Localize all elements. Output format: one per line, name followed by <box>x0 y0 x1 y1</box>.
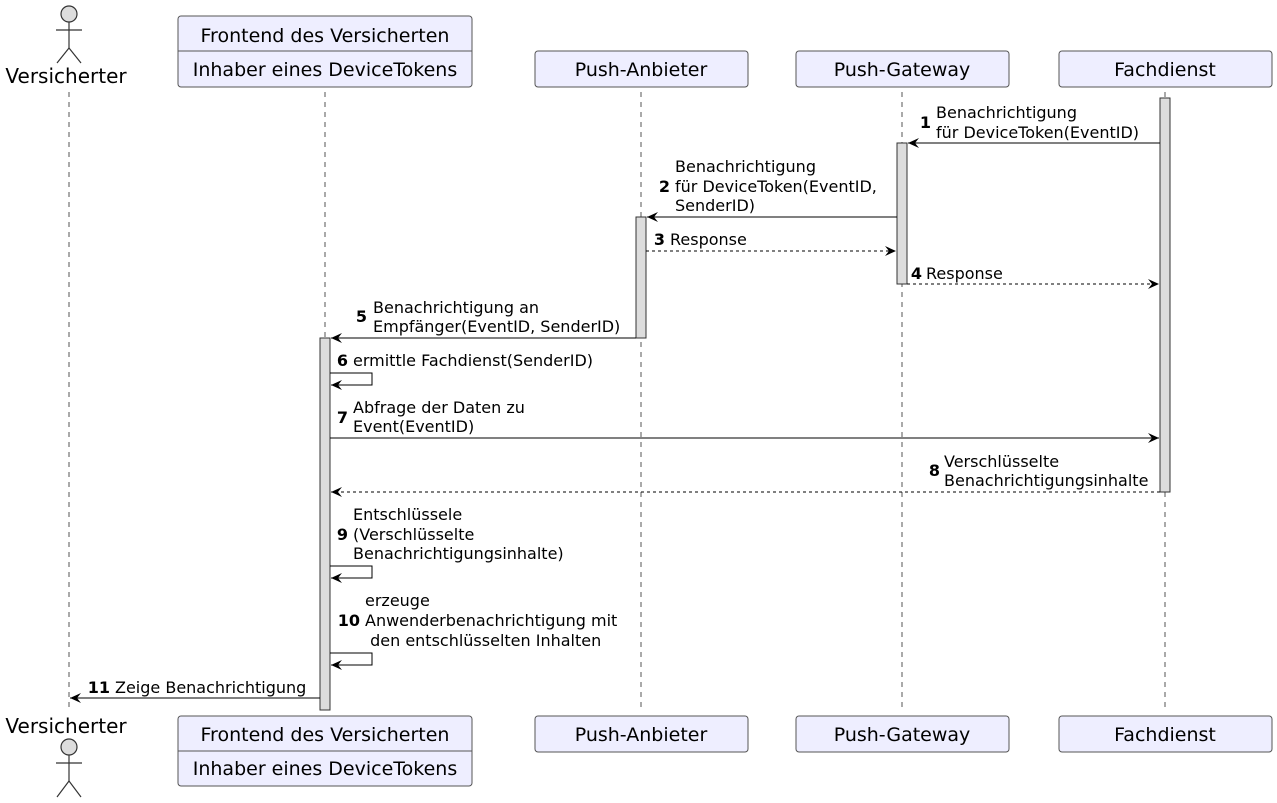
message-label-line: Benachrichtigung an <box>373 298 539 317</box>
message-label-line: Abfrage der Daten zu <box>353 398 525 417</box>
message-label-line: Response <box>926 264 1003 283</box>
participant-fachdienst-top: Fachdienst <box>1058 50 1273 88</box>
participant-title: Push-Anbieter <box>575 724 708 746</box>
participant-versicherter-bottom: Versicherter <box>5 714 127 798</box>
participant-title: Push-Gateway <box>834 59 971 81</box>
message-label-line: erzeuge <box>365 591 430 610</box>
message-number: 8 <box>929 461 940 480</box>
participant-push-gateway-bottom: Push-Gateway <box>795 715 1010 753</box>
message-6: 6 ermittle Fachdienst(SenderID) <box>330 351 593 390</box>
message-label-line: Verschlüsselte <box>944 452 1059 471</box>
message-7: 7 Abfrage der Daten zu Event(EventID) <box>330 398 1159 443</box>
message-number: 10 <box>338 611 360 630</box>
message-3: 3 Response <box>646 230 896 256</box>
message-label-line: Entschlüssele <box>353 505 462 524</box>
message-label-line: Benachrichtigungsinhalte) <box>353 544 564 563</box>
message-label-line: Event(EventID) <box>353 417 474 436</box>
participant-push-anbieter-bottom: Push-Anbieter <box>534 715 749 753</box>
message-label-line: den entschlüsselten Inhalten <box>365 631 601 650</box>
message-11: 11 Zeige Benachrichtigung <box>70 678 320 703</box>
message-label-line: Benachrichtigung <box>936 103 1077 122</box>
message-number: 1 <box>920 113 931 132</box>
actor-name: Versicherter <box>5 714 127 738</box>
message-label-line: Benachrichtigungsinhalte <box>944 471 1148 490</box>
participant-title: Fachdienst <box>1114 59 1216 81</box>
message-arrow <box>330 565 373 583</box>
message-number: 9 <box>337 525 348 544</box>
message-9: 9 Entschlüssele (Verschlüsselte Benachri… <box>330 505 564 583</box>
actor-name: Versicherter <box>5 64 127 88</box>
activation-frontend <box>319 337 331 711</box>
participant-title: Fachdienst <box>1114 724 1216 746</box>
participant-versicherter-top: Versicherter <box>5 5 127 88</box>
message-1: 1 Benachrichtigung für DeviceToken(Event… <box>908 103 1160 148</box>
activation-push-gateway <box>896 142 908 285</box>
message-5: 5 Benachrichtigung an Empfänger(EventID,… <box>331 298 636 343</box>
message-number: 4 <box>911 264 922 283</box>
activation-push-anbieter <box>635 216 647 339</box>
message-label-line: Response <box>670 230 747 249</box>
participant-subtitle: Inhaber eines DeviceTokens <box>193 59 458 81</box>
message-label-line: für DeviceToken(EventID, <box>675 177 877 196</box>
message-arrow <box>330 372 373 390</box>
message-number: 3 <box>654 230 665 249</box>
participant-push-gateway-top: Push-Gateway <box>795 50 1010 88</box>
message-2: 2 Benachrichtigung für DeviceToken(Event… <box>647 157 897 222</box>
message-label-line: Anwenderbenachrichtigung mit <box>365 611 617 630</box>
message-number: 11 <box>88 678 110 697</box>
participant-subtitle: Inhaber eines DeviceTokens <box>193 758 458 780</box>
message-number: 2 <box>659 177 670 196</box>
actor-head-icon <box>60 5 78 23</box>
participant-title: Push-Anbieter <box>575 59 708 81</box>
message-label-line: SenderID) <box>675 196 755 215</box>
message-number: 6 <box>337 351 348 370</box>
participant-title: Frontend des Versicherten <box>201 724 450 746</box>
activation-fachdienst <box>1159 97 1171 493</box>
participant-frontend-top: Frontend des Versicherten Inhaber eines … <box>177 15 473 88</box>
participant-frontend-bottom: Frontend des Versicherten Inhaber eines … <box>177 715 473 787</box>
participant-title: Push-Gateway <box>834 724 971 746</box>
message-number: 5 <box>356 307 367 326</box>
message-label-line: (Verschlüsselte <box>353 525 474 544</box>
message-arrow <box>330 652 373 670</box>
message-label-line: für DeviceToken(EventID) <box>936 123 1139 142</box>
message-label-line: Zeige Benachrichtigung <box>115 678 306 697</box>
message-8: 8 Verschlüsselte Benachrichtigungsinhalt… <box>331 452 1160 497</box>
message-label-line: ermittle Fachdienst(SenderID) <box>353 351 593 370</box>
participant-title: Frontend des Versicherten <box>201 25 450 47</box>
participant-push-anbieter-top: Push-Anbieter <box>534 50 749 88</box>
message-label-line: Benachrichtigung <box>675 157 816 176</box>
message-4: 4 Response <box>907 264 1159 289</box>
message-10: 10 erzeuge Anwenderbenachrichtigung mit … <box>330 591 617 670</box>
message-number: 7 <box>337 408 348 427</box>
participant-fachdienst-bottom: Fachdienst <box>1058 715 1273 753</box>
message-label-line: Empfänger(EventID, SenderID) <box>373 317 620 336</box>
actor-head-icon <box>60 738 78 756</box>
